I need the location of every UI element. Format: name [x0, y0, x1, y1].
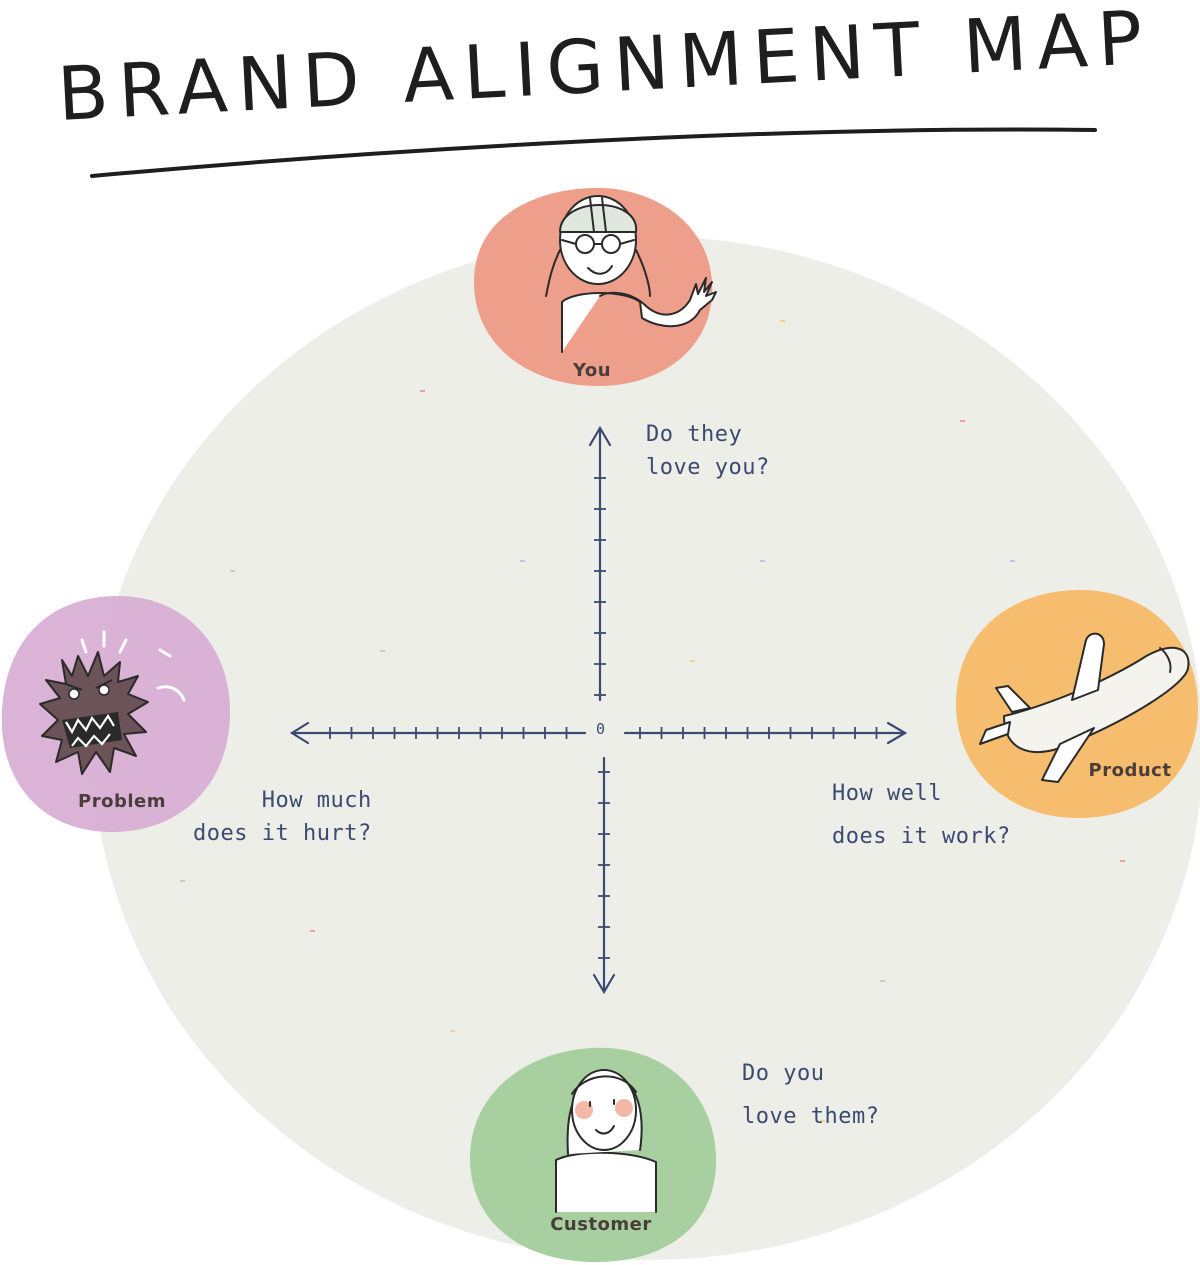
node-problem [1, 595, 231, 832]
field-speckle [690, 660, 695, 662]
field-speckle [180, 880, 185, 882]
problem-monster-icon [39, 630, 186, 775]
node-product [956, 589, 1198, 818]
map-field-circle [93, 236, 1200, 1260]
axes [289, 425, 908, 995]
field-speckle [380, 650, 385, 652]
axis-ticks [329, 477, 878, 959]
question-top: Do they love you? [646, 422, 770, 480]
field-speckle [520, 560, 525, 562]
product-airplane-icon [979, 632, 1190, 783]
field-speckle [1120, 860, 1125, 862]
question-right: How well does it work? [832, 781, 1011, 849]
field-speckle [230, 570, 235, 572]
axis-left-arrow [289, 721, 310, 745]
customer-person-icon [555, 1069, 657, 1213]
field-speckle [820, 1120, 825, 1122]
axis-right-arrow [886, 721, 908, 745]
question-left: How much does it hurt? [193, 788, 372, 846]
node-customer [470, 1047, 717, 1262]
field-speckle [760, 560, 765, 562]
axis-origin-label: 0 [596, 720, 606, 738]
node-label-customer: Customer [550, 1214, 652, 1235]
field-speckle [310, 930, 315, 932]
you-person-icon [545, 195, 717, 353]
node-label-product: Product [1088, 760, 1172, 781]
node-label-you: You [572, 360, 612, 381]
field-speckle [450, 1030, 455, 1032]
axis-up-arrow [588, 425, 612, 447]
field-speckle [1010, 560, 1015, 562]
field-speckle [420, 390, 425, 392]
question-bottom: Do you love them? [742, 1061, 880, 1129]
axis-down-arrow [592, 973, 616, 995]
title-underline [90, 127, 1097, 178]
field-speckle [780, 320, 785, 322]
you-blob [474, 187, 713, 386]
field-speckle [880, 980, 885, 982]
node-you [474, 187, 717, 386]
node-label-problem: Problem [78, 791, 166, 812]
field-speckle [960, 420, 965, 422]
